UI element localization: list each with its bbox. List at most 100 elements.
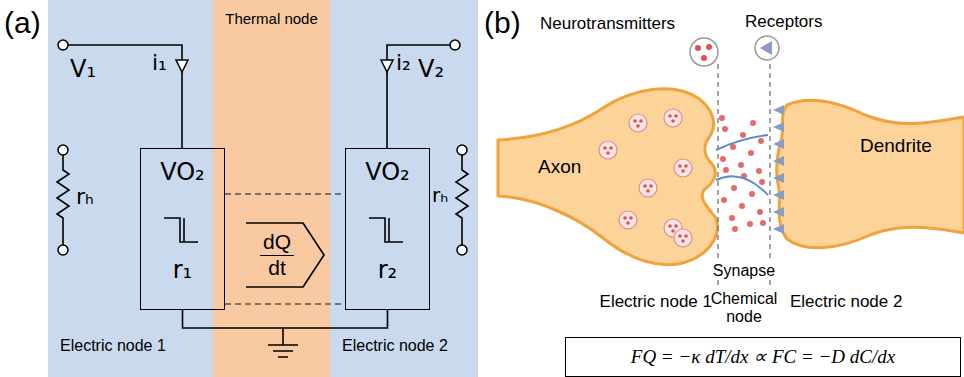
terminal <box>450 40 460 50</box>
receptor-triangle <box>773 224 784 234</box>
neurotransmitter-dot <box>701 55 707 61</box>
neurotransmitter-dots <box>716 115 768 232</box>
wires <box>57 45 468 357</box>
vo2-device-box: VO₂r₂ <box>345 148 430 310</box>
receptor-triangles <box>773 105 784 234</box>
neurotransmitter-dot <box>750 120 756 126</box>
neurotransmitter-dot <box>759 179 765 185</box>
neurotransmitter-dot <box>684 234 688 238</box>
thermal-coupling-line <box>225 303 345 305</box>
neurotransmitter-dot <box>639 119 643 123</box>
legend-icons <box>690 36 779 66</box>
receptor-triangle <box>773 156 784 166</box>
current-arrow <box>381 60 393 72</box>
neurotransmitter-dot <box>636 124 640 128</box>
node-text: Electric node 2 <box>342 337 448 355</box>
neurotransmitter-dot <box>695 45 701 51</box>
receptor-triangle <box>773 190 784 200</box>
neurotransmitter-dot <box>721 197 727 203</box>
heater-resistor-label: rₕ <box>76 184 94 209</box>
neurotransmitter-dot <box>681 169 685 173</box>
neurotransmitter-dot <box>747 221 753 227</box>
dendrite-shape: Dendrite <box>765 93 964 255</box>
neurotransmitter-dot <box>671 119 675 123</box>
receptor-triangle <box>773 207 784 217</box>
node-name: Electric node 2 <box>790 292 902 312</box>
neurotransmitter-dot <box>678 234 682 238</box>
vesicle <box>619 211 637 229</box>
vo2-device-box: VO₂r₁ <box>140 148 225 310</box>
neurotransmitter-dot <box>723 167 729 173</box>
terminal <box>58 145 68 155</box>
panel-letter: (a) <box>4 6 41 41</box>
terminal <box>457 245 467 255</box>
heat-flow-arrow: dQdt <box>245 222 325 288</box>
neurotransmitter-dot <box>646 189 650 193</box>
neurotransmitter-dot <box>626 221 630 225</box>
node-divider <box>718 64 770 286</box>
vesicle <box>639 179 657 197</box>
fraction-term: dt <box>265 256 289 280</box>
axon-shape-outline <box>498 78 728 270</box>
current-arrow <box>176 60 188 72</box>
neurotransmitter-icon <box>690 38 718 66</box>
divider-line <box>717 64 718 286</box>
thermal-node-band: Thermal node <box>213 0 330 377</box>
node-text: Electric node 1 <box>60 337 166 355</box>
neurotransmitter-dot <box>757 209 763 215</box>
axon-shape: Axon <box>498 78 728 270</box>
part-name: Neurotransmitters <box>540 14 675 34</box>
node-text: FQ = −κ dT/dx ∝ FC = −D dC/dx <box>631 346 895 368</box>
node-text: Dendrite <box>860 135 932 157</box>
neurotransmitter-dot <box>748 150 754 156</box>
receptor-triangle <box>760 41 772 55</box>
neurotransmitter-dot <box>633 119 637 123</box>
neurotransmitter-dot <box>629 216 633 220</box>
neurotransmitter-dot <box>674 114 678 118</box>
receptor-icon <box>755 36 779 60</box>
receptor-triangle <box>773 173 784 183</box>
hysteresis-symbol <box>164 218 198 242</box>
neurotransmitter-dot <box>739 203 745 209</box>
neurotransmitter-dot <box>668 114 672 118</box>
input-wire <box>387 45 450 148</box>
vesicle <box>599 141 617 159</box>
vesicles <box>599 109 692 247</box>
terminal <box>58 245 68 255</box>
neurotransmitter-dot <box>671 229 675 233</box>
node-text: VO₂ <box>365 159 410 187</box>
neurotransmitter-dot <box>731 185 737 191</box>
divider-line <box>769 64 770 286</box>
neurotransmitter-dot <box>623 216 627 220</box>
voltage-label: V₂ <box>418 56 444 84</box>
neurotransmitter-dot <box>606 151 610 155</box>
vesicle <box>674 159 692 177</box>
neurotransmitter-dot <box>760 220 766 226</box>
ground-wire <box>183 310 388 328</box>
neurotransmitter-dot <box>732 226 738 232</box>
receptor-triangle <box>773 105 784 115</box>
neurotransmitter-dot <box>756 168 762 174</box>
neurotransmitter-dot <box>674 224 678 228</box>
voltage-label: V₁ <box>70 56 96 84</box>
part-name: Synapse <box>710 262 778 280</box>
neurotransmitter-dot <box>668 224 672 228</box>
neurotransmitter-dot <box>684 164 688 168</box>
node-text: Thermal node <box>225 10 318 27</box>
neurotransmitter-dot <box>649 184 653 188</box>
neurotransmitter-dot <box>738 162 744 168</box>
neurotransmitter-dot <box>719 115 725 121</box>
heater-resistor-label: rₕ <box>432 184 448 207</box>
vesicle <box>674 229 692 247</box>
node-name: Chemical node <box>702 290 786 325</box>
neurotransmitter-dot <box>749 191 755 197</box>
neurotransmitter-dot <box>643 184 647 188</box>
receptor-triangle <box>773 122 784 132</box>
node-text: Axon <box>538 156 581 178</box>
current-label: i₁ <box>152 50 167 75</box>
dendrite-shape-outline <box>765 93 964 255</box>
